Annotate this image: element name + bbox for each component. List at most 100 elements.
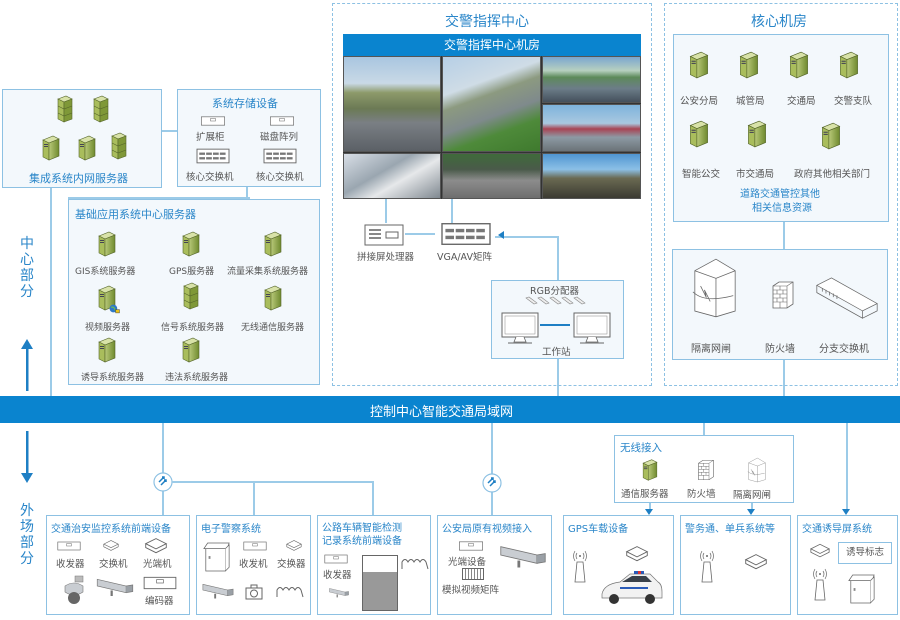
integrated-servers-title: 集成系统内网服务器 — [29, 172, 128, 185]
transceiver-icon — [57, 541, 81, 551]
department-server-icon — [820, 121, 842, 151]
department-label: 交警支队 — [834, 96, 873, 107]
wireless-item-label: 通信服务器 — [621, 489, 669, 500]
security-label: 防火墙 — [765, 344, 795, 355]
security-label: 分支交换机 — [819, 344, 869, 355]
field-panel-title: 警务通、单兵系统等 — [685, 524, 775, 535]
web-server-icon — [77, 134, 97, 162]
field-panel-title: 公路车辆智能检测 — [322, 523, 402, 534]
monitor-icon — [572, 311, 612, 345]
rack-server-icon — [91, 95, 111, 123]
rgb-splitter-icon — [525, 296, 586, 305]
guidance-sign-label: 诱导标志 — [845, 547, 884, 558]
field-panel-title: 公安局原有视频接入 — [442, 524, 532, 535]
departments-panel: 公安分局 城管局 交通局 交警支队 智能公交 市交通局 政府其他相关部门 道路交… — [673, 34, 889, 222]
firewall-icon — [771, 280, 795, 310]
department-server-icon — [788, 50, 810, 80]
optical-equipment-icon — [458, 541, 484, 551]
field-panel-guidance-screen: 交通诱导屏系统 诱导标志 — [797, 515, 898, 615]
device-label: 光端设备 — [448, 557, 487, 568]
video-wall — [343, 56, 641, 199]
resources-line-1: 道路交通管控其他 — [740, 189, 820, 200]
workstation-label: 工作站 — [542, 347, 571, 358]
department-server-icon — [688, 50, 710, 80]
bullet-camera-icon — [95, 574, 135, 598]
transceiver-icon — [243, 541, 267, 551]
rgb-splitter-label: RGB分配器 — [530, 286, 579, 297]
server-label: 信号系统服务器 — [161, 323, 225, 333]
transceiver-icon — [324, 554, 348, 564]
switch-icon — [285, 538, 303, 552]
core-switch-icon — [260, 148, 300, 164]
arrow-up-icon — [20, 337, 34, 392]
bullet-camera-icon — [498, 540, 548, 570]
guidance-sign: 诱导标志 — [838, 542, 892, 564]
vga-matrix-icon — [436, 222, 496, 246]
device-label: 收发机 — [239, 559, 268, 570]
device-label: 光端机 — [143, 559, 172, 570]
department-label: 交通局 — [787, 96, 816, 107]
video-tile — [442, 153, 541, 199]
wireless-title: 无线接入 — [620, 442, 662, 454]
splice-processor-label: 拼接屏处理器 — [357, 252, 415, 263]
server-label: 违法系统服务器 — [165, 373, 229, 383]
storage-title: 系统存储设备 — [212, 97, 278, 110]
storage-panel: 系统存储设备 扩展柜 磁盘阵列 核心交换机 核心交换机 — [177, 89, 321, 187]
server-label: GPS服务器 — [169, 267, 215, 277]
vga-matrix-label: VGA/AV矩阵 — [437, 252, 492, 263]
isolation-gateway-icon — [691, 256, 739, 320]
splice-processor-icon — [364, 224, 404, 246]
field-panel-e-police: 电子警察系统 收发机 交换器 — [196, 515, 311, 615]
field-panel-vehicle-detection: 公路车辆智能检测 记录系统前端设备 收发器 — [317, 515, 431, 615]
wireless-item-label: 隔离网闸 — [733, 490, 772, 501]
device-label: 交换机 — [99, 559, 128, 570]
guidance-server-icon — [97, 336, 117, 364]
command-center-panel: 交警指挥中心 — [332, 3, 652, 386]
video-tile — [542, 153, 641, 199]
storage-item-label: 核心交换机 — [186, 172, 234, 183]
field-panel-title: GPS车载设备 — [568, 524, 629, 535]
arrow-down-icon — [20, 430, 34, 485]
branch-switch-icon — [815, 276, 879, 322]
controller-box-icon — [808, 542, 832, 558]
field-panel-police-terminal: 警务通、单兵系统等 — [680, 515, 791, 615]
device-label: 编码器 — [145, 596, 174, 607]
device-label: 模拟视频矩阵 — [442, 585, 500, 596]
hub-icon — [153, 472, 173, 492]
database-server-icon — [41, 134, 61, 162]
storage-item-label: 核心交换机 — [256, 172, 304, 183]
basic-servers-panel: 基础应用系统中心服务器 GIS系统服务器 GPS服务器 流量采集系统服务器 视频… — [68, 199, 320, 385]
traffic-server-icon — [263, 230, 283, 258]
communication-server-icon — [641, 458, 659, 482]
bullet-camera-icon — [328, 586, 350, 598]
bullet-camera-icon — [201, 580, 235, 600]
command-center-title: 交警指挥中心 — [445, 14, 529, 30]
security-label: 隔离网闸 — [691, 344, 731, 355]
antenna-icon — [572, 546, 588, 586]
lan-bar-label: 控制中心智能交通局域网 — [370, 405, 514, 420]
department-server-icon — [688, 119, 710, 149]
globe-icon — [109, 303, 120, 314]
field-panel-title: 记录系统前端设备 — [322, 536, 402, 547]
department-label: 公安分局 — [680, 96, 719, 107]
wireless-panel: 无线接入 通信服务器 防火墙 隔离网闸 — [614, 435, 794, 503]
violation-server-icon — [181, 336, 201, 364]
video-tile — [542, 104, 641, 152]
gps-server-icon — [181, 230, 201, 258]
basic-servers-title: 基础应用系统中心服务器 — [75, 208, 196, 221]
department-server-icon — [838, 50, 860, 80]
field-panel-police-video: 公安局原有视频接入 光端设备 模拟视频矩阵 — [437, 515, 552, 615]
expansion-cabinet-icon — [193, 116, 233, 126]
field-panel-title: 交通诱导屏系统 — [802, 524, 872, 535]
storage-item-label: 磁盘阵列 — [260, 132, 299, 143]
police-car-icon — [601, 571, 663, 604]
security-panel: 隔离网闸 防火墙 分支交换机 — [672, 249, 888, 360]
antenna-icon — [699, 546, 715, 586]
department-label: 市交通局 — [736, 169, 775, 180]
core-room-panel: 核心机房 — [664, 3, 898, 386]
server-label: GIS系统服务器 — [75, 267, 136, 277]
disk-array-icon — [260, 116, 304, 126]
integrated-servers-panel: 集成系统内网服务器 — [2, 89, 162, 188]
department-server-icon — [738, 50, 760, 80]
video-tile — [343, 153, 441, 199]
